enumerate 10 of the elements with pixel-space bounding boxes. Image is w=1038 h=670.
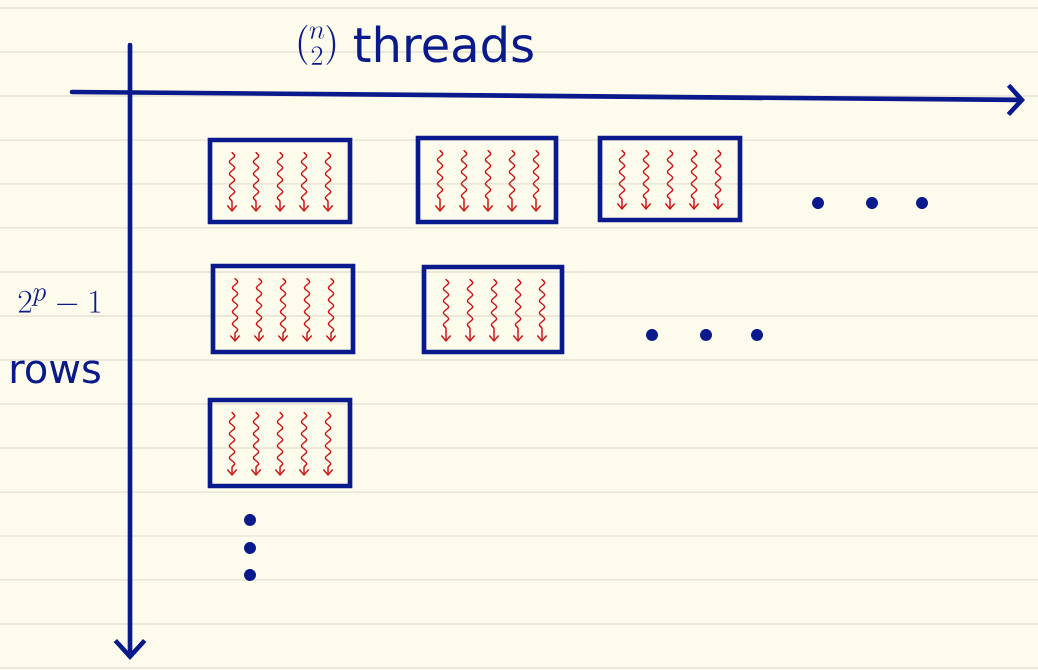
thread-block-box (415, 135, 559, 225)
axis-label: rows (11, 360, 100, 384)
thread-block-box (207, 397, 353, 489)
thread-block-box (421, 264, 565, 355)
axis-label: threads (354, 25, 533, 63)
thread-block-box (597, 135, 743, 223)
thread-block-box (210, 263, 356, 355)
binomial-label: $\binom{n}{2}$ (298, 25, 336, 65)
axis-label: $2^{p}-1$ (18, 288, 101, 313)
thread-block-box (207, 137, 353, 225)
